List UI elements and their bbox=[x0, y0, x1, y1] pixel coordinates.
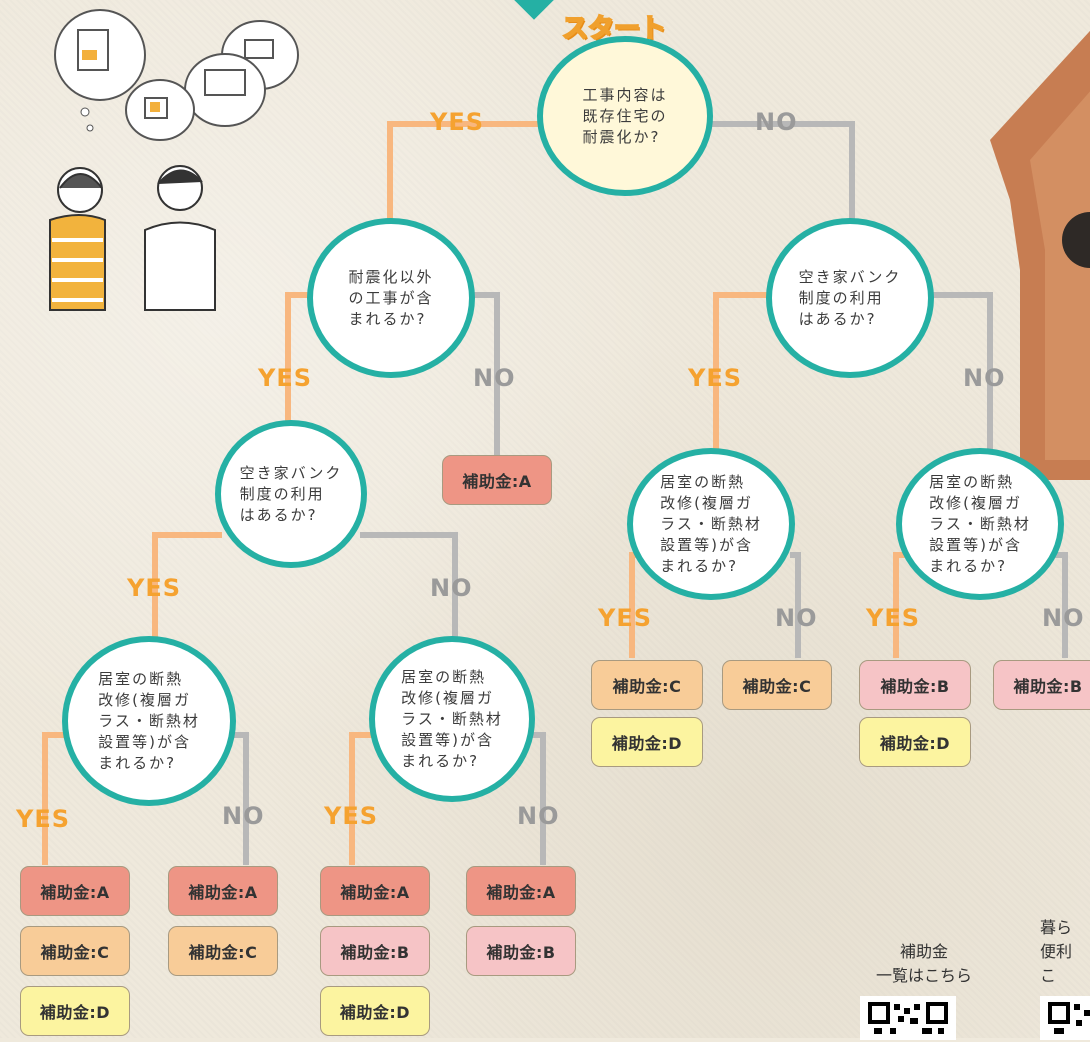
yes-label: YES bbox=[16, 805, 71, 833]
no-label: NO bbox=[755, 108, 798, 136]
thought-bubble-renovation-icon bbox=[54, 9, 299, 141]
question-insulation-l2-text: 居室の断熱 改修(複層ガ ラス・断熱材 設置等)が含 まれるか? bbox=[401, 667, 503, 770]
yes-label: YES bbox=[688, 364, 743, 392]
no-label: NO bbox=[222, 802, 265, 830]
question-insulation-r2: 居室の断熱 改修(複層ガ ラス・断熱材 設置等)が含 まれるか? bbox=[896, 448, 1064, 600]
question-insulation-l1: 居室の断熱 改修(複層ガ ラス・断熱材 設置等)が含 まれるか? bbox=[62, 636, 236, 806]
no-label: NO bbox=[473, 364, 516, 392]
question-vacant-bank-right-text: 空き家バンク 制度の利用 はあるか? bbox=[798, 267, 902, 328]
qr-list-label: 補助金 一覧はこちら bbox=[875, 942, 972, 985]
subsidy-badge-c: 補助金:C bbox=[20, 926, 130, 976]
qr-code-icon[interactable] bbox=[1040, 996, 1090, 1040]
yes-label: YES bbox=[258, 364, 313, 392]
question-insulation-l2: 居室の断熱 改修(複層ガ ラス・断熱材 設置等)が含 まれるか? bbox=[369, 636, 535, 802]
subsidy-badge-a: 補助金:A bbox=[320, 866, 430, 916]
question-start-text: 工事内容は 既存住宅の 耐震化か? bbox=[582, 85, 668, 146]
subsidy-badge-a: 補助金:A bbox=[442, 455, 552, 505]
question-insulation-r1-text: 居室の断熱 改修(複層ガ ラス・断熱材 設置等)が含 まれるか? bbox=[660, 472, 762, 575]
question-insulation-l1-text: 居室の断熱 改修(複層ガ ラス・断熱材 設置等)が含 まれるか? bbox=[98, 669, 200, 772]
no-label: NO bbox=[1042, 604, 1085, 632]
subsidy-badge-b: 補助金:B bbox=[993, 660, 1090, 710]
house-shape-icon bbox=[990, 30, 1090, 480]
question-start: 工事内容は 既存住宅の 耐震化か? bbox=[537, 36, 713, 196]
subsidy-badge-b: 補助金:B bbox=[859, 660, 971, 710]
qr-code-icon[interactable] bbox=[860, 996, 956, 1040]
question-insulation-r1: 居室の断熱 改修(複層ガ ラス・断熱材 設置等)が含 まれるか? bbox=[627, 448, 795, 600]
yes-label: YES bbox=[127, 574, 182, 602]
question-other-work-text: 耐震化以外 の工事が含 まれるか? bbox=[348, 267, 434, 328]
subsidy-badge-b: 補助金:B bbox=[466, 926, 576, 976]
subsidy-badge-a: 補助金:A bbox=[466, 866, 576, 916]
subsidy-badge-a: 補助金:A bbox=[168, 866, 278, 916]
subsidy-badge-d: 補助金:D bbox=[591, 717, 703, 767]
question-vacant-bank-left: 空き家バンク 制度の利用 はあるか? bbox=[215, 420, 367, 568]
subsidy-badge-d: 補助金:D bbox=[859, 717, 971, 767]
no-label: NO bbox=[963, 364, 1006, 392]
question-vacant-bank-right: 空き家バンク 制度の利用 はあるか? bbox=[766, 218, 934, 378]
question-insulation-r2-text: 居室の断熱 改修(複層ガ ラス・断熱材 設置等)が含 まれるか? bbox=[929, 472, 1031, 575]
subsidy-badge-a: 補助金:A bbox=[20, 866, 130, 916]
question-other-work: 耐震化以外 の工事が含 まれるか? bbox=[307, 218, 475, 378]
no-label: NO bbox=[517, 802, 560, 830]
subsidy-badge-c: 補助金:C bbox=[591, 660, 703, 710]
subsidy-badge-b: 補助金:B bbox=[320, 926, 430, 976]
subsidy-badge-d: 補助金:D bbox=[20, 986, 130, 1036]
subsidy-badge-c: 補助金:C bbox=[722, 660, 832, 710]
subsidy-badge-d: 補助金:D bbox=[320, 986, 430, 1036]
yes-label: YES bbox=[430, 108, 485, 136]
qr-convenience-label: 暮ら 便利 こ bbox=[1040, 918, 1073, 985]
question-vacant-bank-left-text: 空き家バンク 制度の利用 はあるか? bbox=[239, 463, 343, 524]
subsidy-badge-c: 補助金:C bbox=[168, 926, 278, 976]
couple-thinking-icon bbox=[49, 165, 216, 311]
yes-label: YES bbox=[324, 802, 379, 830]
no-label: NO bbox=[430, 574, 473, 602]
yes-label: YES bbox=[598, 604, 653, 632]
yes-label: YES bbox=[866, 604, 921, 632]
no-label: NO bbox=[775, 604, 818, 632]
